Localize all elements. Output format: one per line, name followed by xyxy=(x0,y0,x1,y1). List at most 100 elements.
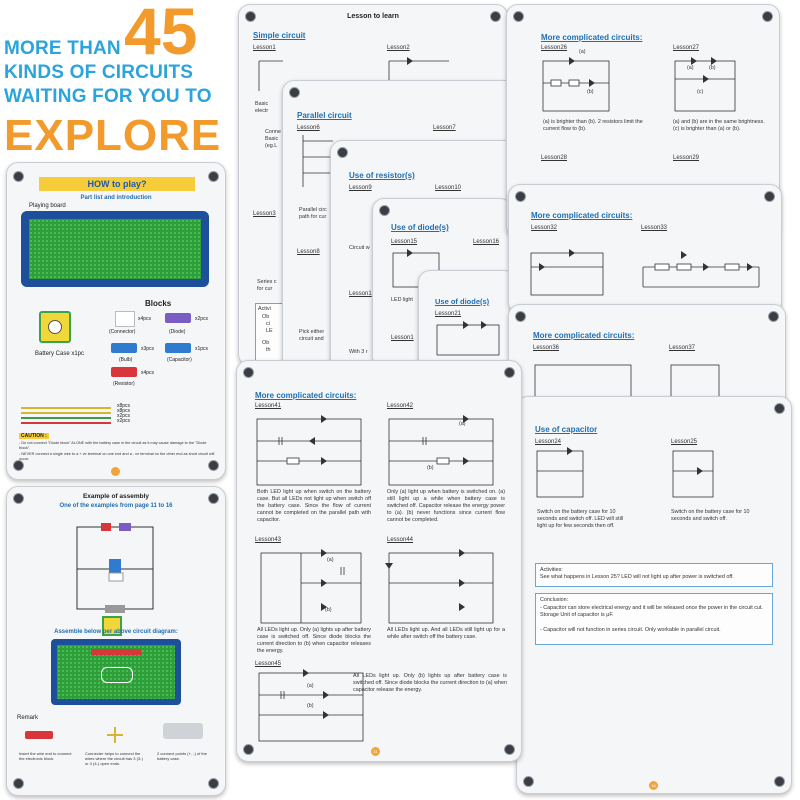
capacitor-label: (Capacitor) xyxy=(167,357,192,363)
caution-text-2: - NEVER connect a single wire to a + ve … xyxy=(19,452,215,461)
assembled-board xyxy=(51,639,181,705)
marker-a: (a) xyxy=(579,49,586,55)
caution-label: CAUTION : xyxy=(19,433,49,439)
blocks-title: Blocks xyxy=(145,299,172,308)
headline-explore: EXPLORE xyxy=(4,111,222,160)
lesson-text: Conne xyxy=(265,129,281,135)
circuit-diagram xyxy=(536,447,714,498)
lesson-text: (a) and (b) are in the same brightness. … xyxy=(673,119,765,132)
conclusion-box: Conclusion: - Capacitor can store electr… xyxy=(535,593,773,645)
connector-qty: x4pcs xyxy=(138,316,152,322)
remark-text-1: Insert the wire end to connect the elect… xyxy=(19,751,72,761)
wire-qty-1: x8pcs xyxy=(117,403,131,409)
assembly-title: Example of assembly xyxy=(82,493,150,500)
activities-title: Activities: xyxy=(540,567,563,573)
screw-icon xyxy=(504,744,515,755)
board-label: Playing board xyxy=(29,203,66,209)
complicated-card-b: More complicated circuits: Lesson32 Less… xyxy=(508,184,782,314)
lesson-label: Lesson9 xyxy=(349,185,372,191)
lesson-label: Lesson10 xyxy=(435,185,462,191)
lesson-label: Lesson41 xyxy=(255,403,282,409)
lesson-text: With 3 r xyxy=(349,349,368,355)
circuit-diagram xyxy=(542,57,736,112)
lesson-label: Lesson3 xyxy=(253,211,276,217)
lesson-text: Both LED light up when switch on the bat… xyxy=(257,489,371,523)
screw-icon xyxy=(289,87,300,98)
page-number-badge: 31 xyxy=(371,747,380,756)
lesson-text: Switch on the battery case for 10 second… xyxy=(671,509,750,522)
circuit-diagram xyxy=(260,549,494,624)
marker-b: (b) xyxy=(709,65,716,71)
lesson-text: Basic xyxy=(255,101,269,107)
section-diode-2: Use of diode(s) xyxy=(435,297,490,306)
lesson-label: Lesson7 xyxy=(433,125,456,131)
lesson-label: Lesson43 xyxy=(255,537,282,543)
circuit-diagram xyxy=(302,135,333,187)
lesson-text: ci xyxy=(266,321,270,327)
wire-icon xyxy=(21,412,111,414)
screw-icon xyxy=(208,493,219,504)
section-resistor: Use of resistor(s) xyxy=(349,171,415,180)
howto-title: HOW to play? xyxy=(39,177,195,191)
resistor-label: (Resistor) xyxy=(113,381,135,387)
lesson-text: Ob xyxy=(262,314,270,320)
wire-qty-4: x2pcs xyxy=(117,418,131,424)
lesson-text: All LEDs light up. Only (b) lights up af… xyxy=(353,673,507,693)
lesson-label: Lesson27 xyxy=(673,45,700,51)
conclusion-text-1: - Capacitor can store electrical energy … xyxy=(540,605,763,618)
connector-block-icon xyxy=(115,311,135,327)
headline-line1: MORE THAN xyxy=(4,38,121,59)
screw-icon xyxy=(515,191,526,202)
lesson-label: Lesson24 xyxy=(535,439,562,445)
lesson-label: Lesson26 xyxy=(541,45,568,51)
lesson-text: Pick either xyxy=(299,329,325,335)
section-simple-circuit: Simple circuit xyxy=(253,31,306,40)
lesson-label: Lesson2 xyxy=(387,45,410,51)
lesson-text: circuit and xyxy=(299,336,324,342)
lesson-label: Lesson45 xyxy=(255,661,282,667)
lesson-text: (eg.L xyxy=(265,143,278,149)
assembly-card: Example of assembly One of the examples … xyxy=(6,486,226,796)
lesson-text: electr xyxy=(255,108,269,114)
lesson-text: All LEDs light up. And all LEDs still li… xyxy=(387,627,505,640)
screw-icon xyxy=(208,460,219,471)
assemble-title: Assemble below per above circuit diagram… xyxy=(54,629,178,635)
marker-a: (a) xyxy=(459,421,466,427)
screw-icon xyxy=(490,11,501,22)
wire-qty-3: x2pcs xyxy=(117,413,131,419)
screw-icon xyxy=(379,205,390,216)
screw-icon xyxy=(243,744,254,755)
caution-text-1: - Do not connect "Diode block" ALONE wit… xyxy=(19,441,207,450)
bulb-block-icon xyxy=(111,343,137,353)
screw-icon xyxy=(762,11,773,22)
lesson-label: Lesson16 xyxy=(473,239,500,245)
lesson-label: Lesson28 xyxy=(541,155,568,161)
marker-b: (b) xyxy=(307,703,314,709)
howto-card: HOW to play? Part list and introduction … xyxy=(6,162,226,480)
lesson-label: Lesson8 xyxy=(297,249,320,255)
remark-label: Remark xyxy=(17,715,39,721)
marker-a: (a) xyxy=(327,557,334,563)
lesson-label: Lesson6 xyxy=(297,125,320,131)
lesson-text: Circuit w xyxy=(349,245,370,251)
screw-icon xyxy=(764,191,775,202)
lesson-label: Lesson42 xyxy=(387,403,414,409)
section-complicated-a: More complicated circuits: xyxy=(541,33,643,42)
circuit-diagram xyxy=(436,321,500,356)
resistor-qty: x4pcs xyxy=(141,370,155,376)
lesson-label: Lesson1 xyxy=(391,335,414,341)
lesson-text: for cur xyxy=(257,286,273,292)
lesson-label: Lesson44 xyxy=(387,537,414,543)
bulb-label: (Bulb) xyxy=(119,357,133,363)
lesson-text: All LEDs light up. Only (a) lights up af… xyxy=(257,627,371,654)
screw-icon xyxy=(337,147,348,158)
headline-line3: WAITING FOR YOU TO xyxy=(4,86,212,107)
lesson-text: path for cur xyxy=(299,214,327,220)
conclusion-title: Conclusion: xyxy=(540,597,569,603)
section-diode: Use of diode(s) xyxy=(391,223,449,232)
page-number-badge: 16 xyxy=(649,781,658,790)
activities-box: Activities: See what happens in Lesson 2… xyxy=(535,563,773,587)
lesson-text: Basic xyxy=(265,136,279,142)
lesson-text: LE xyxy=(266,328,273,334)
lesson-label: Lesson29 xyxy=(673,155,700,161)
